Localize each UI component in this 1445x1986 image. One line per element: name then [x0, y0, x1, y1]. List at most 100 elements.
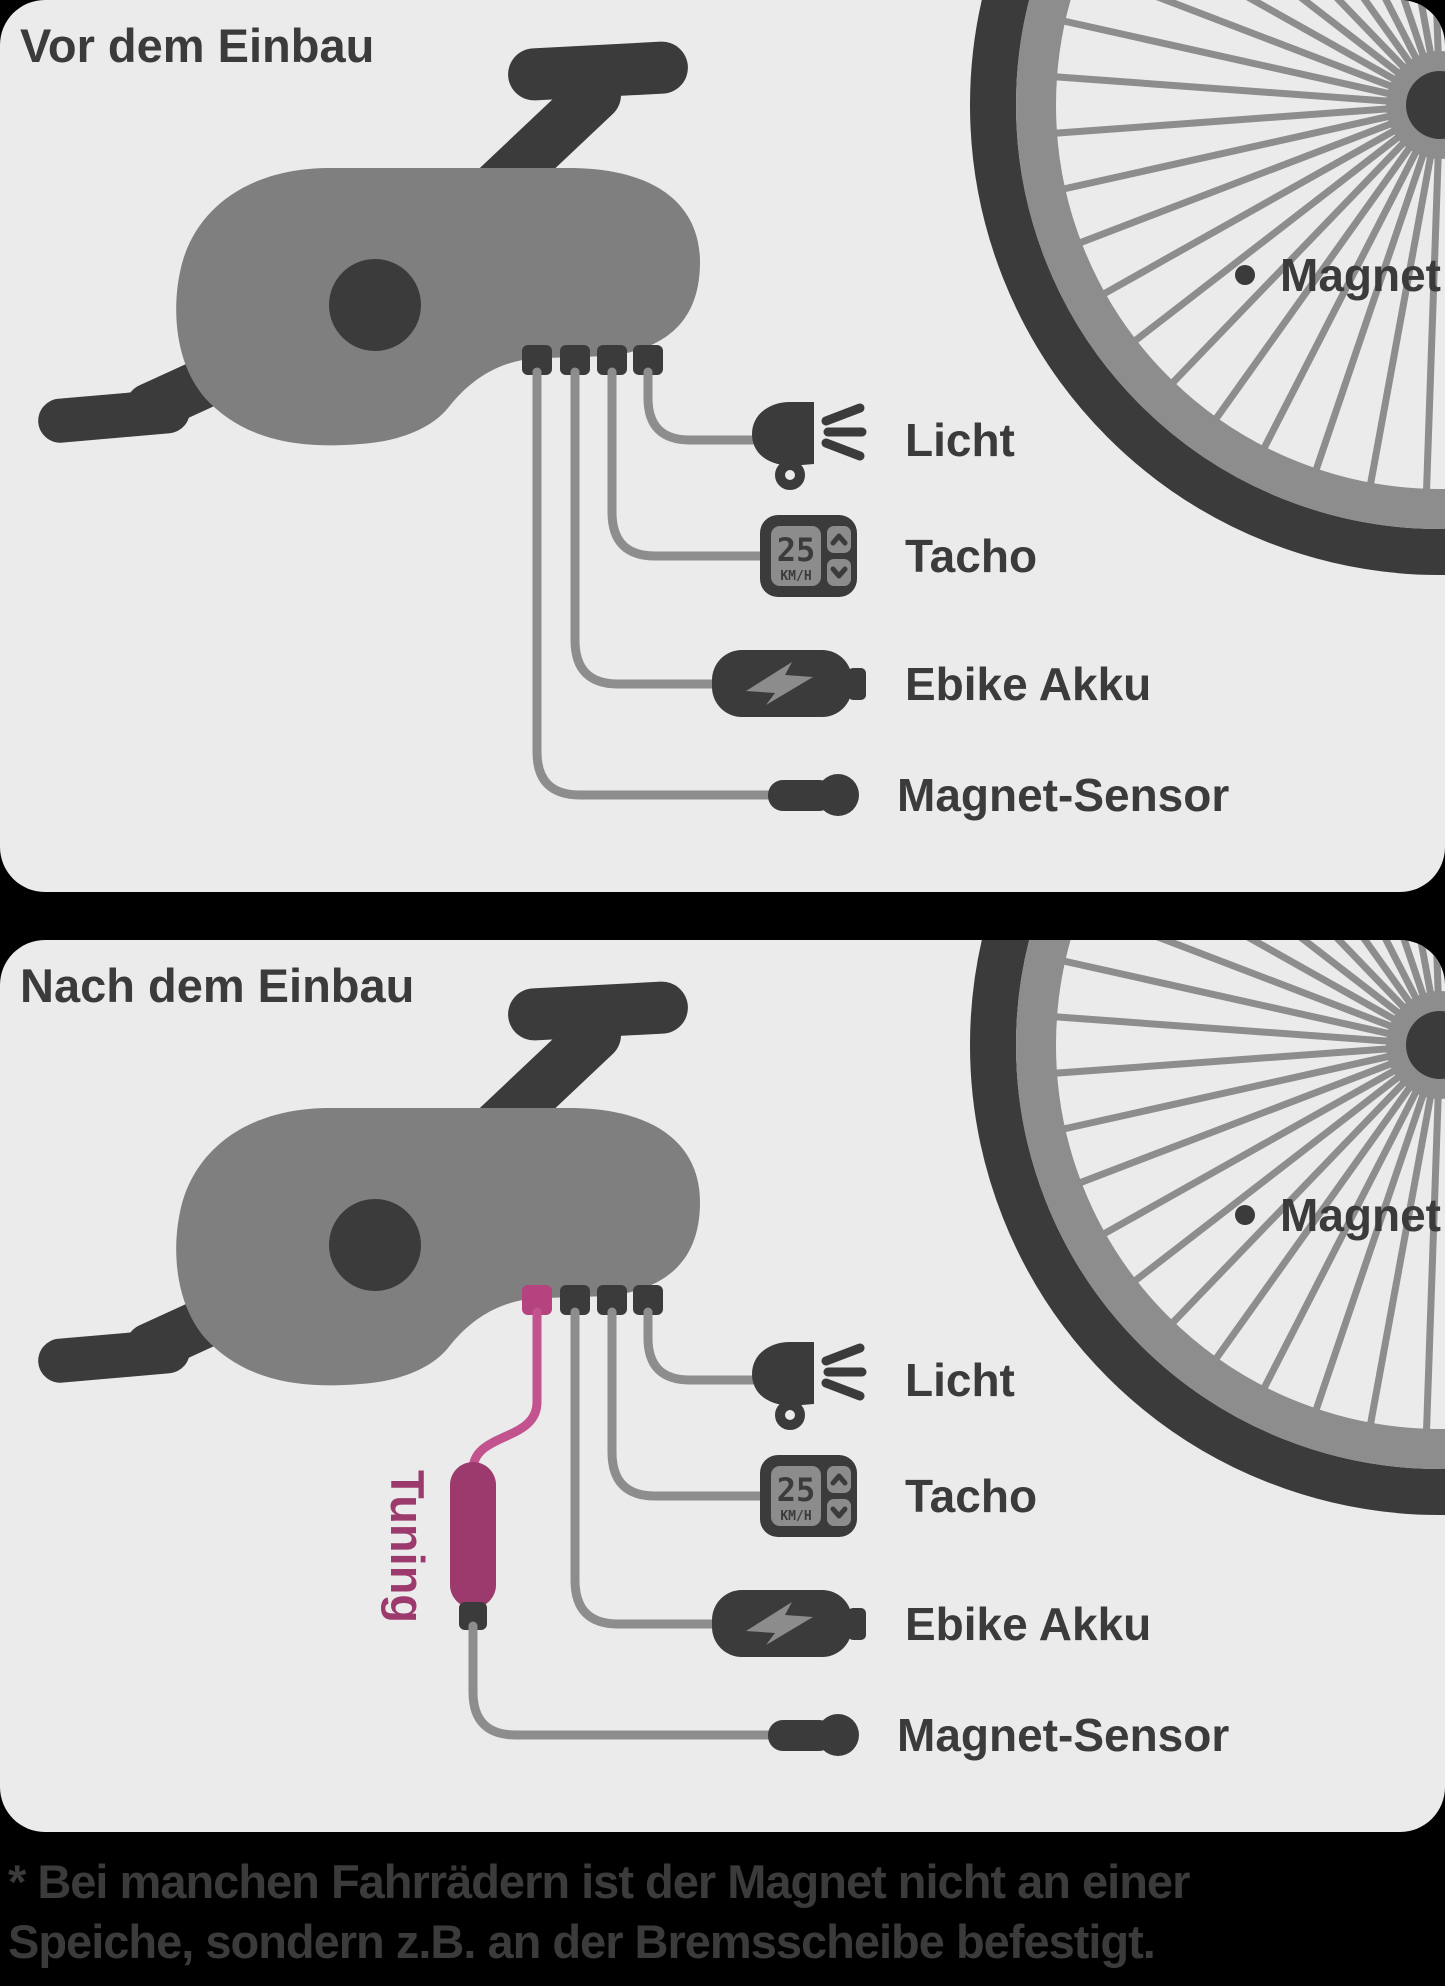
wheel-spoke	[1365, 104, 1444, 495]
wheel-spoke	[1069, 101, 1442, 250]
wheel-spoke	[1365, 1044, 1444, 1435]
wheel-spoke	[1334, 0, 1443, 108]
bike-wheel	[970, 940, 1445, 1515]
wheel-spoke	[1155, 940, 1442, 1049]
tuning-device	[450, 1462, 496, 1608]
wheel-spoke	[1400, 940, 1444, 1047]
speedometer-unit: KM/H	[780, 1509, 811, 1524]
pedal	[38, 389, 190, 443]
wheel-spoke	[1093, 101, 1442, 302]
magnet-sensor-icon	[768, 774, 859, 816]
wheel-spoke	[1093, 1041, 1442, 1242]
battery-terminal	[848, 1608, 866, 1640]
motor-connector-2	[560, 345, 590, 375]
motor-body	[176, 1108, 701, 1386]
bike-motor-assembly	[38, 981, 701, 1386]
motor-connector-3	[597, 345, 627, 375]
wheel-rim	[1016, 0, 1445, 529]
wheel-spoke	[1382, 940, 1444, 1047]
footnote-line-2: Speiche, sondern z.B. an der Bremsscheib…	[8, 1915, 1156, 1968]
wheel-spoke	[1053, 15, 1441, 109]
chevron-up-icon	[830, 533, 848, 546]
battery-icon	[712, 650, 866, 717]
wheel-spoke	[1309, 1043, 1444, 1421]
wheel-tire	[970, 0, 1445, 575]
wheel-spoke	[1400, 0, 1444, 107]
light-rays	[821, 1343, 867, 1401]
wheel-hub-center	[1406, 71, 1445, 139]
saddle	[508, 41, 688, 101]
speedometer-unit: KM/H	[780, 569, 811, 584]
cable	[570, 1307, 721, 1629]
wheel-spoke	[1360, 0, 1443, 108]
speedometer-label: Tacho	[905, 1470, 1037, 1522]
light-icon	[752, 1342, 867, 1430]
panel-title: Nach dem Einbau	[20, 959, 414, 1012]
wheel-spoke	[1298, 940, 1443, 1048]
speedometer-speed: 25	[777, 1471, 816, 1509]
wheel-spoke	[1053, 1041, 1441, 1135]
cable	[532, 367, 780, 800]
magnet-label: Magnet	[1280, 1189, 1441, 1241]
cable	[468, 1621, 780, 1740]
wheel-spoke	[1417, 0, 1444, 106]
cable	[607, 1307, 767, 1501]
wheel-spoke	[1053, 101, 1441, 195]
wheel-spoke	[1298, 0, 1443, 108]
bike-wheel	[970, 0, 1445, 575]
magnet-dot	[1235, 265, 1255, 285]
speedometer-screen	[771, 1466, 821, 1526]
panel-title: Vor dem Einbau	[20, 19, 374, 72]
wheel-spoke	[1045, 1012, 1441, 1049]
motor-connector-1	[522, 1285, 552, 1315]
wheel-rim	[1016, 940, 1445, 1469]
wheel-spoke	[1245, 0, 1442, 109]
crank-circle	[329, 1199, 421, 1291]
wheel-spoke	[1256, 103, 1444, 459]
light-rays	[821, 403, 867, 461]
bike-motor-assembly	[38, 41, 701, 446]
wheel-spoke	[1422, 104, 1444, 500]
wheel-spoke	[1422, 1044, 1444, 1440]
chevron-up-icon	[830, 1473, 848, 1486]
light-label: Licht	[905, 1354, 1015, 1406]
pedal	[38, 1329, 190, 1383]
tuning-connector	[459, 1602, 487, 1630]
wheel-spoke	[1207, 1042, 1443, 1369]
wheel-spoke	[1125, 1042, 1443, 1290]
footnote: * Bei manchen Fahrrädern ist der Magnet …	[8, 1852, 1445, 1972]
wheel-spoke	[1245, 940, 1442, 1049]
magnet-label: Magnet	[1280, 249, 1441, 301]
cable	[468, 1307, 542, 1475]
motor-body	[176, 168, 701, 446]
cable	[643, 1307, 767, 1385]
wheel-spoke	[1417, 940, 1444, 1046]
wheel-hub-center	[1406, 1011, 1445, 1079]
wheel-spoke	[1256, 1043, 1444, 1399]
lightning-bolt-icon	[746, 1602, 813, 1645]
speedometer-screen	[771, 526, 821, 586]
cable	[643, 367, 767, 445]
battery-terminal	[848, 668, 866, 700]
wheel-spoke	[1163, 1042, 1443, 1333]
chevron-down-icon	[830, 1506, 848, 1519]
speedometer-label: Tacho	[905, 530, 1037, 582]
light-label: Licht	[905, 414, 1015, 466]
wheel-spoke	[1382, 0, 1444, 107]
wheel-spoke	[1045, 72, 1441, 109]
wheel-spoke	[1334, 940, 1443, 1048]
wheel-spoke	[1360, 940, 1443, 1048]
wheel-spoke	[1207, 102, 1443, 429]
footnote-line-1: * Bei manchen Fahrrädern ist der Magnet …	[8, 1855, 1190, 1908]
tuning-label: Tuning	[381, 1470, 434, 1623]
motor-connector-2	[560, 1285, 590, 1315]
light-icon	[752, 402, 867, 490]
magnet-sensor-icon	[768, 1714, 859, 1756]
chevron-down-icon	[830, 566, 848, 579]
lightning-bolt-icon	[746, 662, 813, 705]
